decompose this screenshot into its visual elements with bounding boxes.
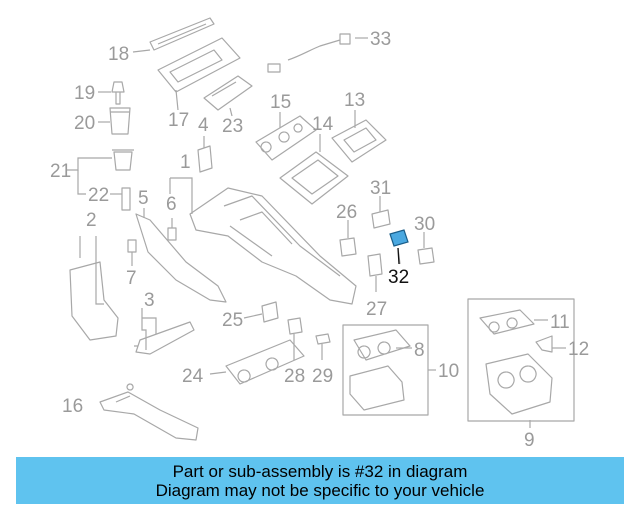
part-19-knob[interactable] bbox=[111, 81, 125, 105]
part-14-tray[interactable] bbox=[279, 151, 349, 205]
callout-20[interactable]: 20 bbox=[74, 113, 95, 134]
part-22-clip[interactable] bbox=[121, 187, 131, 211]
callout-8[interactable]: 8 bbox=[414, 340, 425, 361]
highlight-leader bbox=[397, 247, 400, 265]
callout-32[interactable]: 32 bbox=[388, 267, 409, 288]
part-17-bezel[interactable] bbox=[157, 37, 241, 93]
callout-16[interactable]: 16 bbox=[62, 396, 83, 417]
part-26-switch[interactable] bbox=[339, 237, 357, 257]
part-4-bracket[interactable] bbox=[197, 145, 213, 173]
subassembly-box-9 bbox=[467, 298, 575, 422]
subassembly-box-10 bbox=[342, 324, 429, 416]
part-20-socket[interactable] bbox=[109, 107, 131, 135]
part-28-button[interactable] bbox=[287, 317, 303, 335]
banner-line-disclaimer: Diagram may not be specific to your vehi… bbox=[155, 480, 485, 500]
part-3-bracket[interactable] bbox=[134, 321, 195, 355]
callout-17[interactable]: 17 bbox=[168, 110, 189, 131]
callout-3[interactable]: 3 bbox=[144, 290, 155, 311]
part-2-side-trim[interactable] bbox=[69, 261, 119, 341]
part-1-center-console[interactable] bbox=[189, 187, 357, 305]
part-11-insert[interactable] bbox=[479, 309, 535, 335]
part-23-cover[interactable] bbox=[203, 75, 253, 111]
part-12-clip[interactable] bbox=[535, 335, 553, 353]
callout-33[interactable]: 33 bbox=[370, 29, 391, 50]
callout-26[interactable]: 26 bbox=[336, 202, 357, 223]
part-13-shift-bezel[interactable] bbox=[331, 119, 387, 163]
part-18-trim-strip[interactable] bbox=[149, 17, 215, 51]
callout-14[interactable]: 14 bbox=[312, 114, 334, 135]
callout-10[interactable]: 10 bbox=[438, 361, 459, 382]
callout-24[interactable]: 24 bbox=[182, 366, 204, 387]
callout-30[interactable]: 30 bbox=[414, 214, 435, 235]
part-5-side-panel[interactable] bbox=[135, 213, 227, 303]
callout-15[interactable]: 15 bbox=[270, 92, 291, 113]
callout-23[interactable]: 23 bbox=[222, 116, 243, 137]
part-16-rail[interactable] bbox=[99, 383, 199, 441]
callout-1[interactable]: 1 bbox=[180, 152, 191, 173]
part-9-cup-holder-assembly[interactable] bbox=[485, 353, 553, 415]
part-29-button[interactable] bbox=[315, 333, 331, 345]
callout-31[interactable]: 31 bbox=[370, 178, 391, 199]
callout-12[interactable]: 12 bbox=[568, 339, 589, 360]
callout-28[interactable]: 28 bbox=[284, 366, 305, 387]
part-31-switch[interactable] bbox=[371, 209, 391, 229]
part-21-socket[interactable] bbox=[112, 149, 134, 171]
part-30-switch[interactable] bbox=[417, 247, 435, 265]
callout-22[interactable]: 22 bbox=[88, 185, 109, 206]
leader-lines bbox=[66, 37, 566, 428]
part-24-control-panel[interactable] bbox=[225, 339, 305, 385]
callout-29[interactable]: 29 bbox=[312, 366, 333, 387]
callout-27[interactable]: 27 bbox=[366, 299, 387, 320]
callout-2[interactable]: 2 bbox=[86, 210, 97, 231]
callout-4[interactable]: 4 bbox=[198, 115, 209, 136]
part-32-switch[interactable] bbox=[389, 229, 409, 247]
callout-6[interactable]: 6 bbox=[166, 194, 177, 215]
info-banner: Part or sub-assembly is #32 in diagram D… bbox=[16, 457, 624, 504]
callout-labels: 18 33 19 20 21 22 17 4 23 15 13 14 1 5 6… bbox=[50, 29, 589, 451]
part-8-cup-holder[interactable] bbox=[349, 329, 411, 411]
part-27-switch[interactable] bbox=[367, 253, 383, 277]
callout-25[interactable]: 25 bbox=[222, 310, 243, 331]
part-33-cable[interactable] bbox=[267, 33, 351, 73]
callout-13[interactable]: 13 bbox=[344, 90, 365, 111]
callout-5[interactable]: 5 bbox=[138, 188, 149, 209]
part-6-clip[interactable] bbox=[167, 227, 177, 241]
callout-9[interactable]: 9 bbox=[524, 430, 535, 451]
part-25-switch[interactable] bbox=[261, 301, 279, 323]
part-15-panel[interactable] bbox=[255, 115, 317, 161]
callout-11[interactable]: 11 bbox=[550, 312, 570, 333]
banner-line-part: Part or sub-assembly is #32 in diagram bbox=[172, 461, 468, 481]
callout-18[interactable]: 18 bbox=[108, 44, 129, 65]
part-7-clip[interactable] bbox=[127, 239, 137, 253]
callout-7[interactable]: 7 bbox=[126, 268, 137, 289]
callout-19[interactable]: 19 bbox=[74, 83, 95, 104]
callout-21[interactable]: 21 bbox=[50, 161, 71, 182]
